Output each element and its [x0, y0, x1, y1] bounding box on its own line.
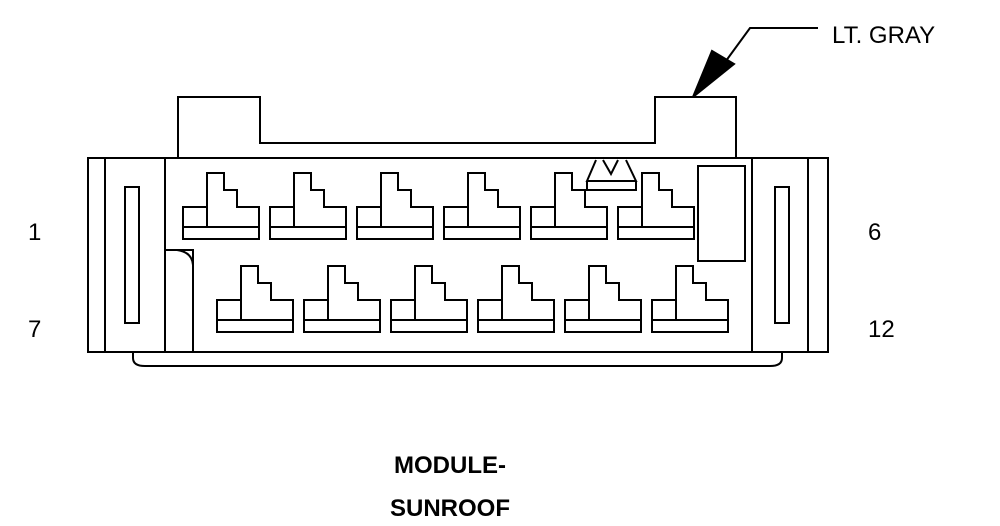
bottom-rail: [132, 352, 783, 367]
connector-color-label: LT. GRAY: [832, 22, 936, 49]
right-block: [697, 165, 746, 262]
terminal-cavity-5: [530, 172, 608, 240]
terminal-cavity-7: [216, 265, 294, 333]
top-latch-housing: [177, 96, 737, 158]
cavity-group: [182, 172, 729, 333]
right-slot: [774, 186, 790, 324]
terminal-cavity-8: [303, 265, 381, 333]
terminal-cavity-12: [651, 265, 729, 333]
terminal-cavity-9: [390, 265, 468, 333]
terminal-cavity-6: [617, 172, 695, 240]
terminal-cavity-1: [182, 172, 260, 240]
pin-label-6: 6: [868, 219, 882, 246]
inner-step-divider: [165, 249, 194, 352]
terminal-cavity-10: [477, 265, 555, 333]
color-leader: [692, 27, 818, 98]
pin-label-1: 1: [28, 219, 42, 246]
terminal-cavity-2: [269, 172, 347, 240]
pin-label-12: 12: [868, 316, 895, 343]
polarizing-notch: [585, 159, 638, 191]
pin-label-7: 7: [28, 316, 42, 343]
terminal-cavity-11: [564, 265, 642, 333]
title-line-2: SUNROOF: [390, 495, 510, 522]
title-line-1: MODULE-: [394, 452, 506, 479]
terminal-cavity-4: [443, 172, 521, 240]
terminal-cavity-3: [356, 172, 434, 240]
left-slot: [124, 186, 140, 324]
connector-body: [87, 157, 829, 353]
